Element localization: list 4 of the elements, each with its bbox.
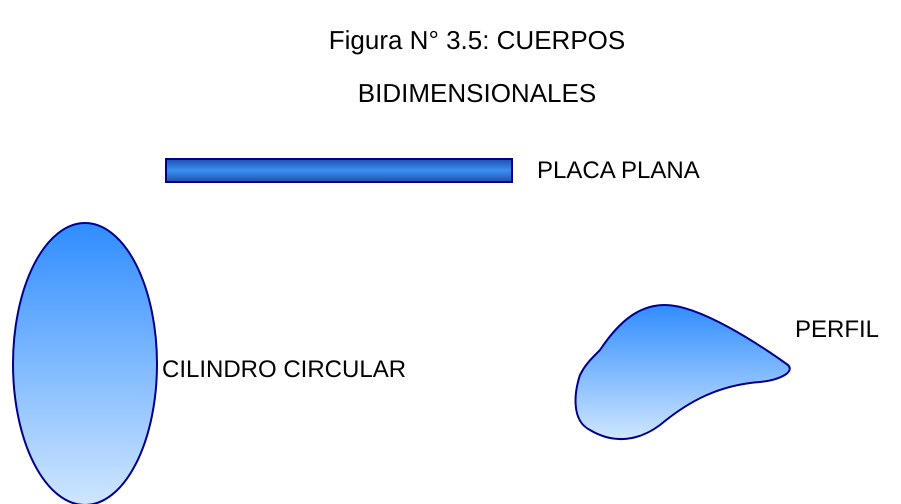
- shape-name-label: PLACA PLANA: [537, 157, 700, 185]
- shape-name-label: CILINDRO CIRCULAR: [162, 356, 406, 384]
- shape-name-label: PERFIL: [795, 316, 880, 344]
- figure-title: Figura N° 3.5: CUERPOS BIDIMENSIONALES: [328, 24, 626, 110]
